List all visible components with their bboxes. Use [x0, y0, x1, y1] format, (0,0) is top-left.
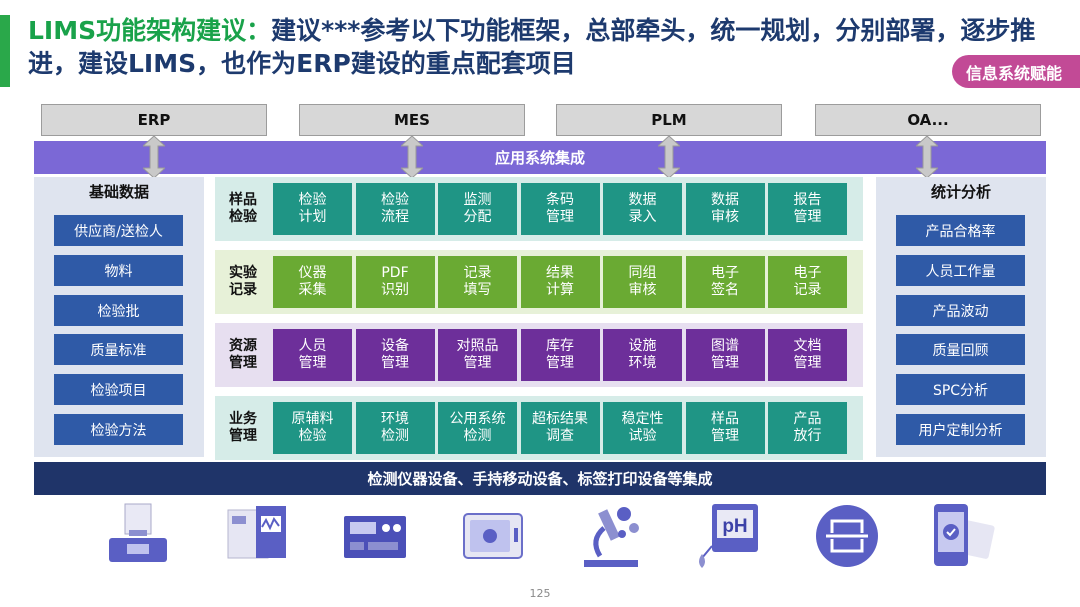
module-cell: 文档管理 — [768, 329, 847, 381]
module-label: 实验记录 — [229, 265, 257, 298]
statistics-title: 统计分析 — [930, 183, 991, 201]
basic-data-item: 质量标准 — [54, 334, 183, 365]
info-system-badge: 信息系统赋能 — [952, 55, 1080, 88]
module-cell: 数据审核 — [685, 183, 765, 235]
basic-data-title: 基础数据 — [88, 183, 149, 201]
module-cell: 设备管理 — [355, 329, 435, 381]
basic-data-panel: 基础数据 供应商/送检人 物料 检验批 质量标准 检验项目 检验方法 — [34, 177, 204, 457]
page-title: LIMS功能架构建议：建议***参考以下功能框架，总部牵头，统一规划，分别部署，… — [28, 14, 1048, 80]
module-cell: 产品放行 — [768, 402, 847, 454]
double-arrow-icon — [658, 136, 680, 178]
module-cell: 样品管理 — [685, 402, 765, 454]
module-cell: 库存管理 — [520, 329, 600, 381]
ph-label: pH — [722, 516, 747, 537]
basic-data-item: 供应商/送检人 — [54, 215, 183, 246]
basic-data-item: 物料 — [54, 255, 183, 286]
statistics-item: 产品合格率 — [896, 215, 1025, 246]
ph-meter-icon: pH — [699, 504, 758, 568]
device-integration-bar: 检测仪器设备、手持移动设备、标签打印设备等集成 — [34, 462, 1046, 495]
title-body: 建议***参考以下功能框架，总部牵头，统一规划，分别部署，逐步推进，建设LIMS… — [28, 16, 1036, 78]
module-cell: 图谱管理 — [685, 329, 765, 381]
module-cell: 电子签名 — [685, 256, 765, 308]
module-cell: 仪器采集 — [273, 256, 352, 308]
module-cell: 电子记录 — [768, 256, 847, 308]
module-cell: 结果计算 — [520, 256, 600, 308]
title-highlight: LIMS功能架构建议： — [28, 16, 272, 45]
statistics-item: 用户定制分析 — [896, 414, 1025, 445]
statistics-item: 产品波动 — [896, 295, 1025, 326]
module-cell: 设施环境 — [603, 329, 682, 381]
module-label: 样品检验 — [229, 192, 257, 225]
title-accent-bar — [0, 15, 10, 87]
instrument-panel-icon — [344, 516, 406, 558]
module-cell: 报告管理 — [768, 183, 847, 235]
module-cell: 条码管理 — [520, 183, 600, 235]
module-label: 业务管理 — [229, 411, 257, 444]
analyzer-icon — [227, 506, 286, 559]
application-integration-bar: 应用系统集成 — [34, 141, 1046, 174]
page-number: 125 — [529, 587, 551, 600]
module-cell: 原辅料检验 — [273, 402, 352, 454]
module-cell: 监测分配 — [438, 183, 517, 235]
module-cell: 同组审核 — [603, 256, 682, 308]
module-cell: 公用系统检测 — [438, 402, 517, 454]
barcode-scanner-icon — [816, 505, 878, 567]
basic-data-item: 检验项目 — [54, 374, 183, 405]
statistics-item: SPC分析 — [896, 374, 1025, 405]
module-row-sample-inspection: 样品检验检验计划检验流程监测分配条码管理数据录入数据审核报告管理 — [215, 177, 863, 241]
module-cell: 检验流程 — [355, 183, 435, 235]
double-arrow-icon — [916, 136, 938, 178]
module-cell: 超标结果调查 — [520, 402, 600, 454]
module-row-business-management: 业务管理原辅料检验环境检测公用系统检测超标结果调查稳定性试验样品管理产品放行 — [215, 396, 863, 460]
system-box-erp: ERP — [41, 104, 267, 136]
module-label: 资源管理 — [229, 338, 257, 371]
module-cell: 环境检测 — [355, 402, 435, 454]
module-cell: 记录填写 — [438, 256, 517, 308]
system-box-plm: PLM — [556, 104, 782, 136]
module-cell: 对照品管理 — [438, 329, 517, 381]
module-row-resource-management: 资源管理人员管理设备管理对照品管理库存管理设施环境图谱管理文档管理 — [215, 323, 863, 387]
module-cell: 检验计划 — [273, 183, 352, 235]
statistics-item: 质量回顾 — [896, 334, 1025, 365]
system-box-mes: MES — [299, 104, 525, 136]
microscope-icon — [584, 507, 639, 567]
balance-scale-icon — [109, 503, 167, 562]
basic-data-item: 检验方法 — [54, 414, 183, 445]
module-cell: 稳定性试验 — [603, 402, 682, 454]
statistics-panel: 统计分析 产品合格率 人员工作量 产品波动 质量回顾 SPC分析 用户定制分析 — [876, 177, 1046, 457]
safe-icon — [463, 513, 523, 559]
system-box-oa: OA... — [815, 104, 1041, 136]
module-cell: 数据录入 — [603, 183, 682, 235]
double-arrow-icon — [401, 136, 423, 178]
module-cell: 人员管理 — [273, 329, 352, 381]
mobile-device-icon — [934, 504, 995, 566]
statistics-item: 人员工作量 — [896, 255, 1025, 286]
basic-data-item: 检验批 — [54, 295, 183, 326]
double-arrow-icon — [143, 136, 165, 178]
